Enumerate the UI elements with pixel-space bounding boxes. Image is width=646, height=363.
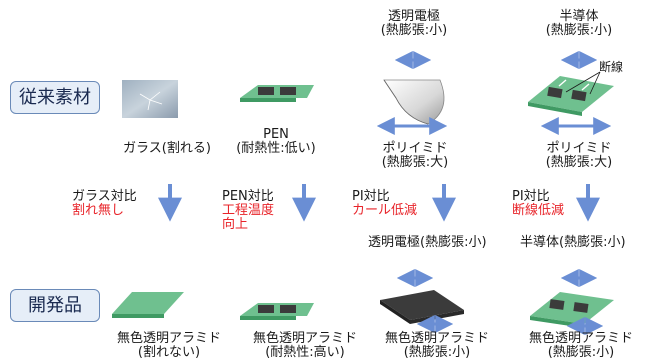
label-product-1: 無色透明アラミド (割れない) — [116, 331, 221, 360]
row-label-developed: 開発品 — [10, 289, 100, 322]
aramid-film-electrode-icon — [380, 290, 464, 324]
label-polyimide-1: ポリイミド (熱膨張:大) — [381, 141, 449, 170]
glass-plate-icon — [122, 80, 178, 118]
label-semiconductor-small-expansion: 半導体(熱膨張:小) — [520, 235, 626, 250]
semiconductor-film-icon — [528, 71, 614, 116]
label-glass: ガラス(割れる) — [123, 141, 211, 156]
label-product-3: 無色透明アラミド (熱膨張:小) — [384, 331, 489, 360]
aramid-film-chips-icon — [240, 303, 314, 320]
label-product-4: 無色透明アラミド (熱膨張:小) — [528, 331, 633, 360]
label-polyimide-2: ポリイミド (熱膨張:大) — [545, 141, 613, 170]
label-pen: PEN (耐熱性:低い) — [236, 127, 316, 156]
label-product-2: 無色透明アラミド (耐熱性:高い) — [252, 331, 357, 360]
curled-film-icon — [383, 79, 445, 125]
aramid-film-plain-icon — [112, 292, 184, 318]
header-semiconductor: 半導体 (熱膨張:小) — [545, 9, 613, 38]
comparison-pi-break: PI対比 断線低減 — [512, 189, 565, 218]
comparison-glass: ガラス対比 割れ無し — [72, 189, 137, 218]
pen-film-icon — [240, 85, 314, 102]
wire-break-label: 断線 — [599, 60, 624, 74]
label-electrode-small-expansion: 透明電極(熱膨張:小) — [368, 235, 487, 250]
comparison-pi-curl: PI対比 カール低減 — [352, 189, 418, 218]
aramid-film-semiconductor-icon — [530, 292, 614, 328]
row-label-conventional: 従来素材 — [10, 81, 100, 114]
comparison-pen: PEN対比 工程温度 向上 — [222, 189, 275, 232]
header-transparent-electrode: 透明電極 (熱膨張:小) — [380, 9, 448, 38]
